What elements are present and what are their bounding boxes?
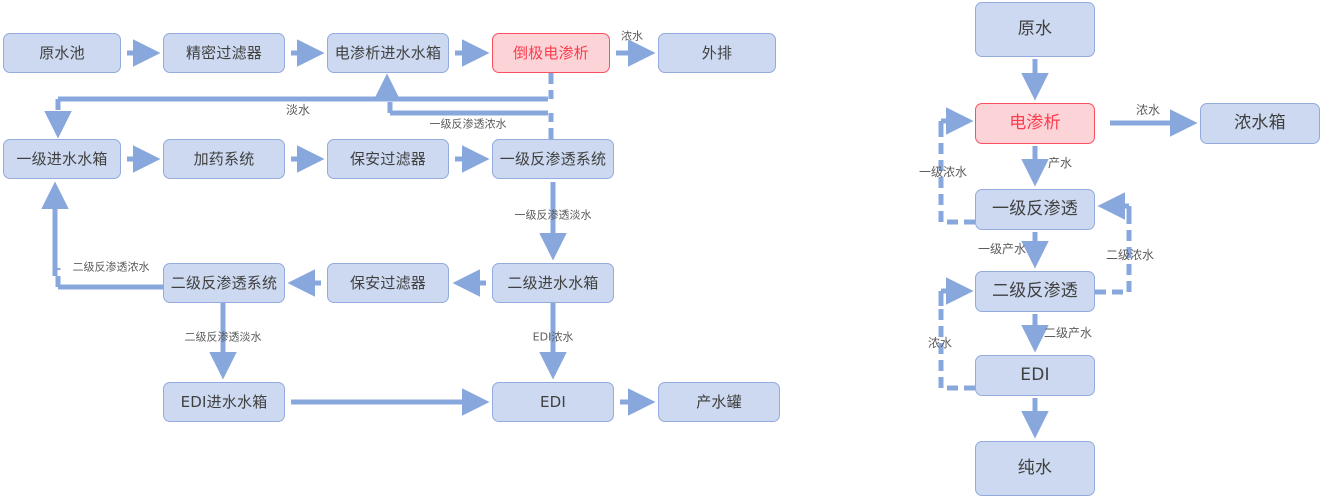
node-yiji-jinshui-tank[interactable]: 一级进水水箱: [3, 139, 121, 179]
node-r-yuanshui[interactable]: 原水: [975, 2, 1095, 57]
edge-label-text: 一级产水: [977, 242, 1027, 256]
edge-label-text: 浓水: [927, 336, 953, 350]
node-baoan-guolvqi-1[interactable]: 保安过滤器: [327, 139, 449, 179]
node-label: EDI: [539, 392, 567, 411]
edge-label-r-erji-nongshui: 二级浓水: [1106, 249, 1154, 261]
edge-label-r-yiji-chanshui: 一级产水: [978, 243, 1026, 255]
node-label: 二级反渗透系统: [170, 273, 278, 292]
node-label: 产水罐: [696, 392, 742, 411]
edge-erji-nongshui-loop: [1095, 192, 1132, 295]
node-erji-jinshui-tank[interactable]: 二级进水水箱: [492, 263, 614, 303]
edge-label-danshui: 淡水: [286, 104, 310, 116]
edge-label-text: 浓水: [621, 29, 643, 43]
node-label: 外排: [701, 43, 733, 62]
node-edi-jinshui-tank[interactable]: EDI进水水箱: [163, 382, 285, 422]
edge-label-edi-nongshui: EDI浓水: [533, 332, 574, 343]
node-yiji-ro-system[interactable]: 一级反渗透系统: [492, 139, 614, 179]
node-r-yiji-ro[interactable]: 一级反渗透: [975, 189, 1095, 230]
edge-label-text: 二级反渗透淡水: [184, 330, 262, 344]
node-label: 一级进水水箱: [16, 149, 108, 168]
edge-label-yiji-ro-danshui: 一级反渗透淡水: [515, 210, 592, 221]
edge-label-text: 二级浓水: [1105, 248, 1155, 262]
node-label: 原水: [1017, 19, 1053, 40]
edge-edi-nongshui-loop: [938, 277, 975, 391]
node-chanshuiguan[interactable]: 产水罐: [658, 382, 780, 422]
edge-label-r-chanshui: 产水: [1048, 157, 1072, 169]
edge-erji-nongshui-recycle: [41, 181, 163, 290]
edge-label-text: 产水: [1047, 156, 1073, 170]
node-baoan-guolvqi-2[interactable]: 保安过滤器: [327, 263, 449, 303]
node-label: 二级进水水箱: [507, 273, 599, 292]
node-dianshenxi-jinshui-tank[interactable]: 电渗析进水水箱: [327, 33, 449, 73]
edge-label-text: 淡水: [285, 103, 311, 117]
node-label: EDI: [1020, 365, 1050, 386]
edge-label-text: 一级反渗透浓水: [429, 117, 507, 131]
node-yuanshuichi[interactable]: 原水池: [3, 33, 121, 73]
edge-yiji-nongshui-loop: [938, 107, 975, 225]
edge-danshui-recycle: [44, 73, 554, 139]
node-jingmiguolvqi[interactable]: 精密过滤器: [163, 33, 285, 73]
node-label: 原水池: [39, 43, 85, 62]
node-edi[interactable]: EDI: [492, 382, 614, 422]
node-r-dianshenxi[interactable]: 电渗析: [975, 103, 1095, 144]
node-label: 一级反渗透系统: [499, 149, 607, 168]
node-label: 电渗析进水水箱: [334, 43, 442, 62]
edge-label-erji-ro-nongshui: 二级反渗透浓水: [73, 262, 150, 273]
node-r-nongshuixiang[interactable]: 浓水箱: [1200, 103, 1320, 144]
edge-label-text: EDI浓水: [532, 330, 574, 344]
edge-label-text: 二级反渗透浓水: [72, 260, 150, 274]
edge-label-erji-ro-danshui: 二级反渗透淡水: [185, 332, 262, 343]
node-label: 精密过滤器: [185, 43, 262, 62]
node-label: 保安过滤器: [349, 273, 426, 292]
node-erji-ro-system[interactable]: 二级反渗透系统: [163, 263, 285, 303]
edge-label-text: 一级反渗透淡水: [514, 208, 592, 222]
node-waipai[interactable]: 外排: [658, 33, 776, 73]
node-r-chunshui[interactable]: 纯水: [975, 441, 1095, 496]
edge-label-nongshui: 浓水: [621, 31, 643, 42]
node-jiayao-system[interactable]: 加药系统: [163, 139, 285, 179]
edge-label-r-yiji-nongshui: 一级浓水: [919, 166, 967, 178]
node-label: 二级反渗透: [992, 281, 1078, 302]
edge-label-r-nongshui: 浓水: [1136, 104, 1160, 116]
edge-label-r-erji-chanshui: 二级产水: [1044, 327, 1092, 339]
edge-label-text: 一级浓水: [918, 165, 968, 179]
edge-label-r-edi-nongshui: 浓水: [928, 337, 952, 349]
node-daoji-dianshenxi[interactable]: 倒极电渗析: [492, 33, 610, 73]
edge-label-yiji-ro-nongshui: 一级反渗透浓水: [430, 119, 507, 130]
node-label: 纯水: [1017, 458, 1053, 479]
node-label: 浓水箱: [1234, 113, 1286, 134]
edge-yiji-nongshui-recycle: [373, 73, 554, 139]
node-label: 一级反渗透: [992, 199, 1078, 220]
node-r-erji-ro[interactable]: 二级反渗透: [975, 271, 1095, 312]
node-label: 倒极电渗析: [512, 43, 589, 62]
node-label: 保安过滤器: [349, 149, 426, 168]
node-label: 电渗析: [1009, 113, 1061, 134]
node-r-edi[interactable]: EDI: [975, 355, 1095, 396]
edge-label-text: 二级产水: [1043, 326, 1093, 340]
node-label: 加药系统: [193, 149, 255, 168]
node-label: EDI进水水箱: [180, 392, 268, 411]
edge-label-text: 浓水: [1135, 103, 1161, 117]
